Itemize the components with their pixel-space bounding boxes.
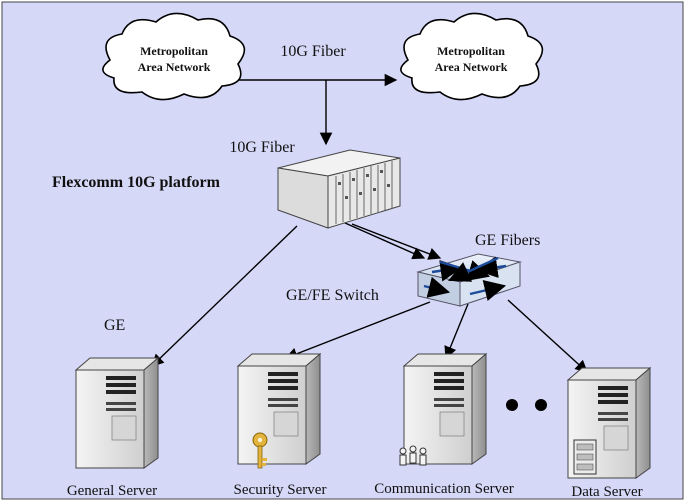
- cloud-right-line1: Metropolitan: [437, 44, 505, 58]
- link-platform-switch-b: [351, 223, 442, 260]
- link-switch-communication: [444, 303, 469, 360]
- server-label-general: General Server: [67, 483, 157, 499]
- cloud-left-line2: Area Network: [138, 60, 211, 74]
- server-label-security: Security Server: [234, 482, 327, 498]
- label-switch: GE/FE Switch: [286, 287, 379, 304]
- tower-server-icon: [566, 366, 652, 479]
- cloud-right-line2: Area Network: [435, 60, 508, 74]
- tower-server-icon: [74, 356, 160, 469]
- people-icon: [399, 445, 427, 466]
- label-platform: Flexcomm 10G platform: [52, 174, 221, 191]
- label-fiber-mid: 10G Fiber: [229, 139, 295, 156]
- network-switch-icon: [416, 253, 522, 307]
- label-fiber-top: 10G Fiber: [280, 43, 346, 60]
- server-label-communication: Communication Server: [374, 481, 514, 497]
- label-ge: GE: [104, 317, 125, 334]
- cloud-left-line1: Metropolitan: [140, 44, 208, 58]
- ellipsis-dots: [506, 399, 547, 411]
- link-switch-security: [284, 301, 431, 360]
- tower-server-icon: [236, 352, 322, 465]
- link-switch-data: [507, 299, 588, 373]
- cloud-man-right: Metropolitan Area Network: [400, 12, 544, 101]
- tower-server-icon: [402, 352, 488, 465]
- key-icon: [252, 432, 268, 469]
- rack-chassis-icon: [277, 149, 401, 229]
- disk-stack-icon: [573, 439, 597, 475]
- label-ge-fibers: GE Fibers: [475, 232, 540, 249]
- link-platform-general: [151, 225, 298, 367]
- cloud-man-left: Metropolitan Area Network: [102, 12, 246, 101]
- server-label-data: Data Server: [571, 484, 642, 500]
